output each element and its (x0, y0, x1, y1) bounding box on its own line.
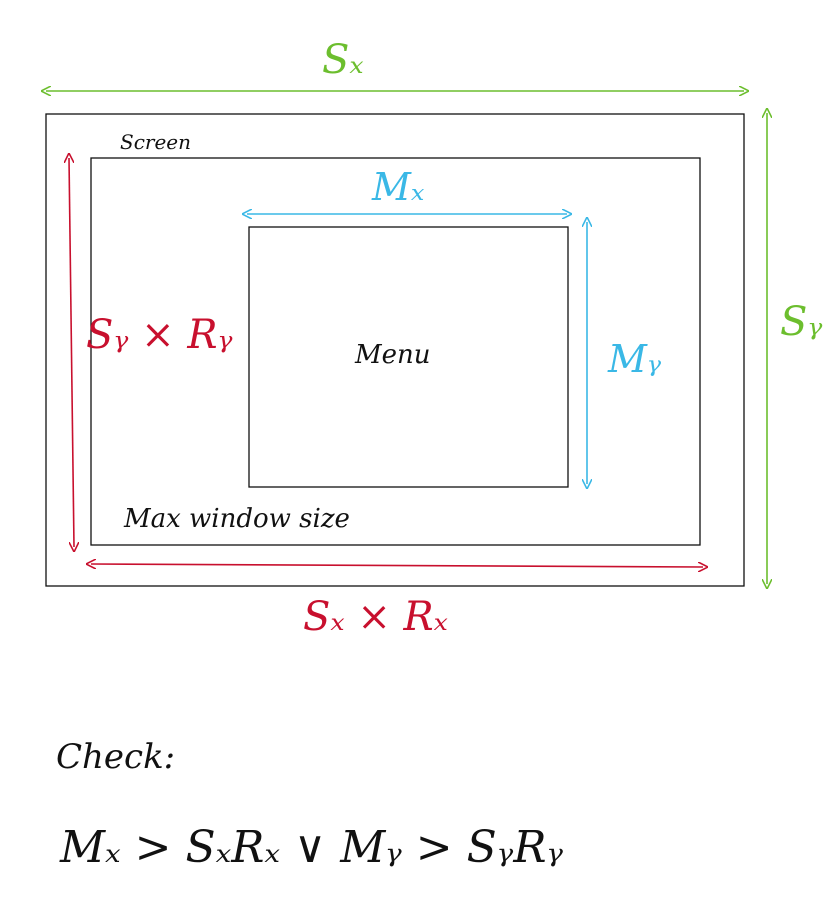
max-width-arrow (91, 564, 703, 567)
menu-height-label: Mᵧ (607, 337, 662, 381)
max-height-label: Sᵧ × Rᵧ (86, 312, 233, 358)
menu-width-label: Mₓ (371, 165, 425, 209)
screen-width-label: Sₓ (322, 37, 364, 83)
max-window-rect (90, 157, 701, 546)
screen-label: Screen (120, 130, 191, 154)
max-width-label: Sₓ × Rₓ (303, 594, 448, 640)
menu-label: Menu (354, 340, 431, 370)
max-window-size-label: Max window size (123, 504, 350, 534)
menu-rect (248, 226, 569, 488)
screen-height-label: Sᵧ (780, 299, 822, 345)
condition-formula: Mₓ > SₓRₓ ∨ Mᵧ > SᵧRᵧ (59, 822, 563, 873)
max-height-arrow (69, 158, 74, 547)
condition-title: Check: (56, 737, 175, 777)
screen-rect (45, 113, 745, 587)
